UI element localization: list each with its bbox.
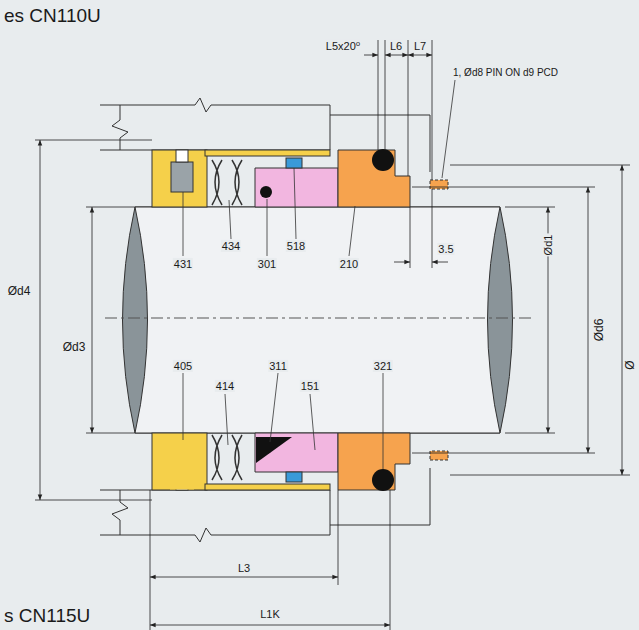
callout-number: 210 bbox=[339, 258, 359, 270]
leader-line bbox=[383, 373, 384, 469]
dimension-line bbox=[450, 165, 630, 475]
dimension-line bbox=[150, 625, 390, 626]
seal-bottom-half bbox=[100, 433, 448, 542]
leader-line bbox=[310, 394, 315, 450]
leader-line bbox=[229, 200, 231, 239]
dimension-label: L7 bbox=[413, 40, 427, 52]
pin-note: 1, Ød8 PIN ON d9 PCD bbox=[452, 67, 559, 78]
leader-line bbox=[183, 80, 455, 469]
leader-line bbox=[442, 80, 455, 178]
dimension-line bbox=[364, 55, 378, 56]
dimension-line bbox=[412, 187, 595, 453]
shaft-break bbox=[123, 207, 148, 433]
shaft-break bbox=[488, 207, 513, 433]
series-heading: es CN110U bbox=[3, 6, 102, 27]
shaft-outline bbox=[135, 207, 500, 433]
dimension-label: L3 bbox=[237, 562, 251, 574]
dimension-line bbox=[410, 189, 432, 268]
dimension-line bbox=[378, 40, 432, 180]
leader-line bbox=[183, 192, 184, 256]
dimension-line bbox=[432, 262, 448, 263]
dimension-label: L6 bbox=[389, 40, 403, 52]
callout-number: 518 bbox=[286, 240, 306, 252]
center-line bbox=[105, 318, 535, 319]
dimension-line bbox=[394, 262, 410, 263]
drive-collar bbox=[170, 447, 194, 490]
dimension-line bbox=[150, 490, 390, 630]
shaft bbox=[135, 207, 500, 433]
dimension-line bbox=[86, 207, 135, 433]
callout-number: 151 bbox=[300, 380, 320, 392]
dimension-line bbox=[385, 55, 408, 56]
leader-line bbox=[349, 206, 355, 256]
leader-line bbox=[294, 168, 296, 239]
series-heading: s CN115U bbox=[3, 606, 91, 627]
callout-number: 301 bbox=[257, 258, 277, 270]
callout-number: 405 bbox=[173, 360, 193, 372]
dimension-line bbox=[35, 40, 630, 630]
dimension-line bbox=[40, 140, 41, 500]
leader-line bbox=[267, 199, 268, 256]
callout-number: 431 bbox=[173, 258, 193, 270]
dimension-label: L1K bbox=[259, 608, 281, 620]
wedge bbox=[256, 437, 292, 463]
dimension-label: Ød6 bbox=[593, 318, 606, 343]
dimension-line bbox=[150, 577, 338, 578]
dimension-label: Ød3 bbox=[62, 341, 87, 354]
dimension-label: Ød1 bbox=[542, 234, 554, 257]
callout-number: 311 bbox=[268, 360, 288, 372]
dimension-label: L5x20⁰ bbox=[325, 40, 361, 52]
shaft-outline bbox=[135, 207, 500, 433]
callout-number: 321 bbox=[373, 360, 393, 372]
dimension-line bbox=[505, 207, 555, 433]
leader-line bbox=[270, 373, 278, 442]
dimension-line bbox=[35, 140, 152, 500]
dimension-label: Ø bbox=[624, 359, 637, 370]
leader-line bbox=[183, 373, 184, 440]
callout-number: 434 bbox=[221, 240, 241, 252]
seal-top-half bbox=[100, 98, 448, 207]
dimension-line bbox=[622, 165, 623, 475]
dimension-line bbox=[588, 187, 589, 453]
leader-line bbox=[225, 394, 228, 445]
callout-number: 414 bbox=[215, 380, 235, 392]
dimension-label: Ød4 bbox=[7, 285, 32, 298]
dimension-line bbox=[92, 207, 93, 433]
dimension-line bbox=[408, 55, 432, 56]
dimension-label: 3.5 bbox=[437, 243, 454, 255]
